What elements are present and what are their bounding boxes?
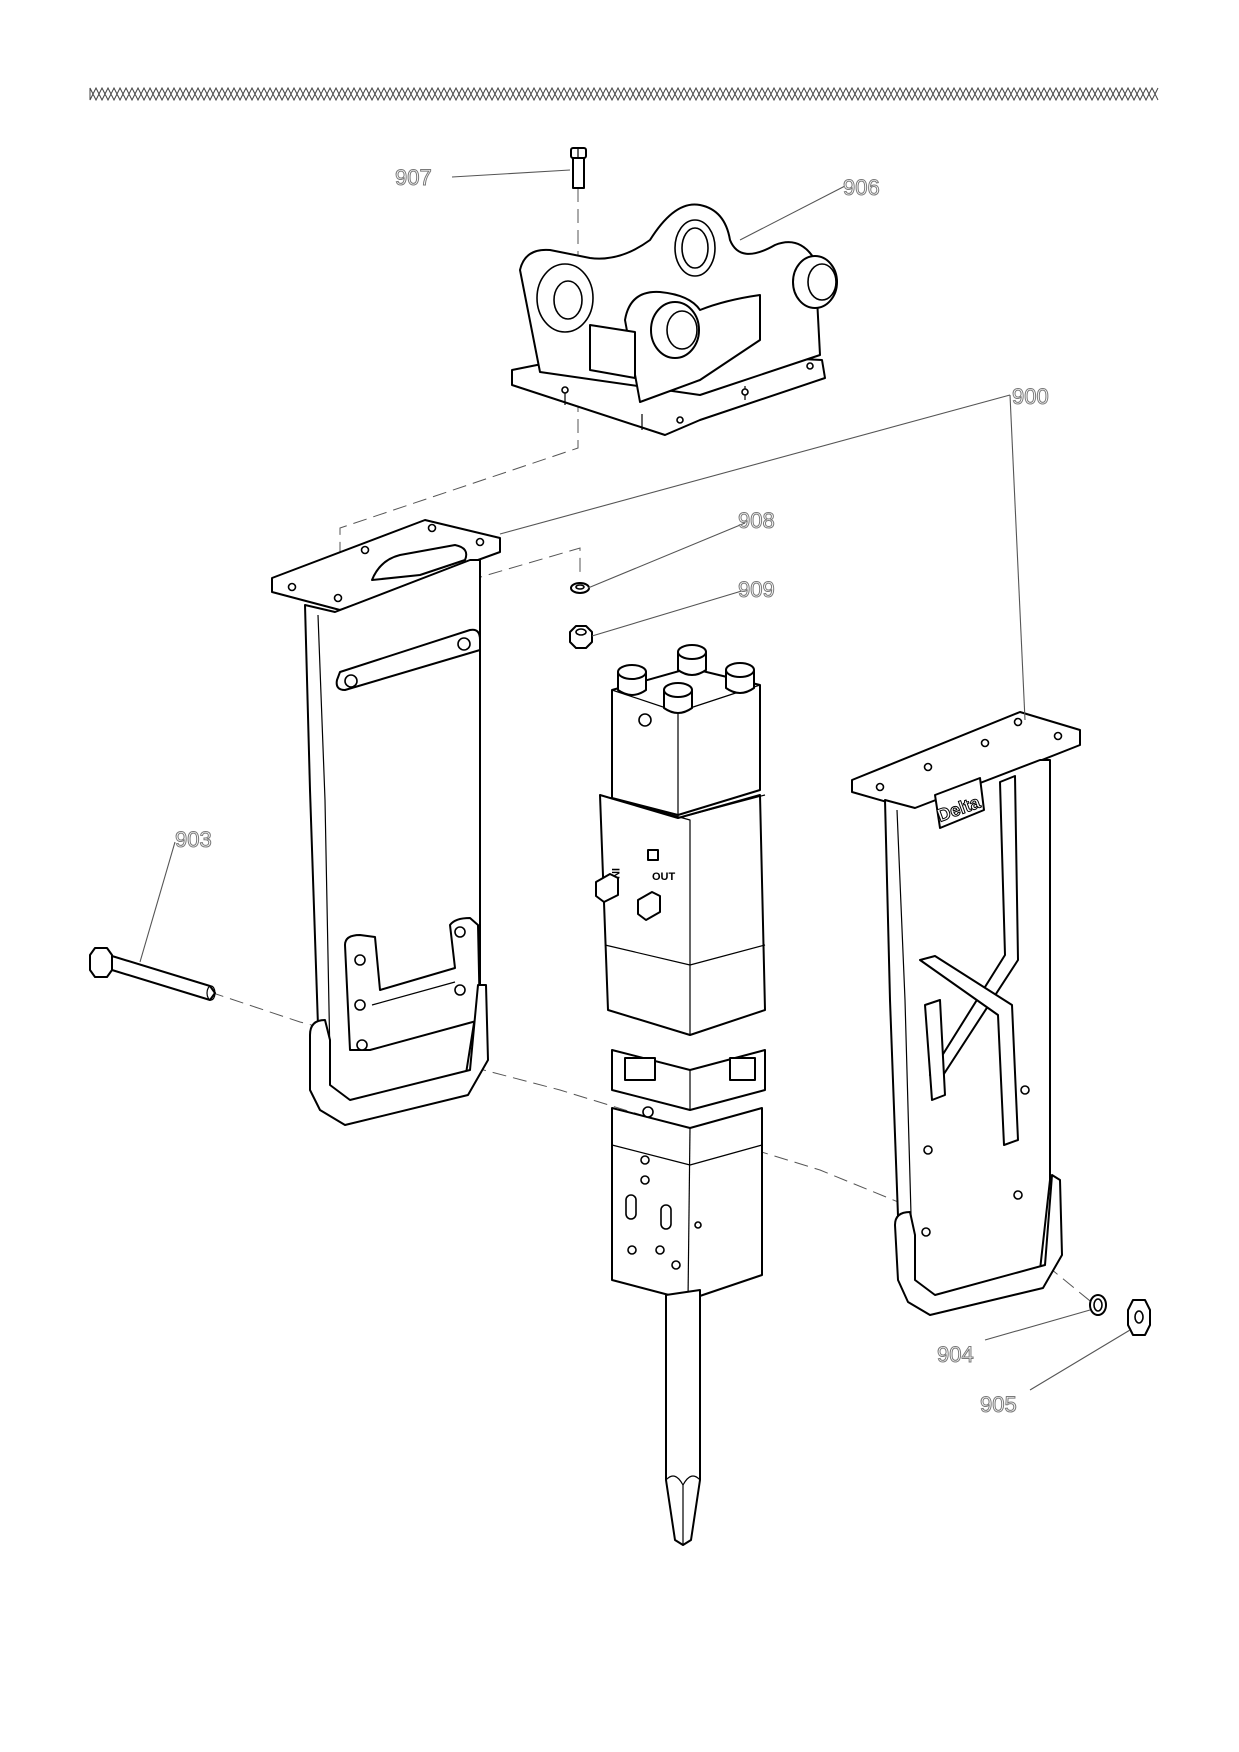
bolt-903 [89, 947, 216, 1001]
bracket-pin [650, 255, 838, 359]
callouts: 907 906 900 908 909 903 904 905 [175, 165, 1050, 1418]
out-port-fitting [637, 891, 661, 921]
chisel-tool [665, 1289, 701, 1546]
nut-905 [1127, 1299, 1151, 1336]
callout-906: 906 [843, 175, 880, 200]
callout-909: 909 [738, 577, 775, 602]
hydraulic-breaker-body: IN OUT [595, 644, 766, 1546]
washer-908 [570, 582, 590, 594]
callout-907: 907 [395, 165, 432, 190]
side-plate-left [271, 519, 501, 1126]
nut-909 [569, 625, 593, 649]
callout-904: 904 [937, 1342, 974, 1367]
washer-904 [1089, 1294, 1107, 1316]
out-port-label: OUT [652, 871, 676, 883]
bolt-907 [570, 147, 587, 189]
callout-903: 903 [175, 827, 212, 852]
callout-leaders [139, 169, 1131, 1391]
mounting-bracket-906 [511, 203, 838, 436]
in-port-label: IN [609, 868, 621, 879]
hose-fittings [617, 644, 755, 714]
in-port-fitting [595, 873, 619, 903]
side-plate-right: Delta [851, 711, 1081, 1316]
callout-905: 905 [980, 1392, 1017, 1417]
decorative-border [89, 86, 1159, 102]
callout-908: 908 [738, 508, 775, 533]
callout-900: 900 [1012, 384, 1049, 409]
